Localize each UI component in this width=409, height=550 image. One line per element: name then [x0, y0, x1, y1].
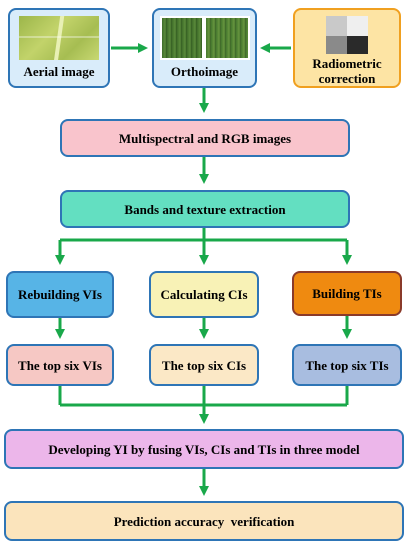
top-six-vis-node: The top six VIs	[6, 344, 114, 386]
calculating-cis-label: Calculating CIs	[160, 287, 248, 302]
radiometric-correction-label: Radiometric correction	[312, 56, 382, 86]
orthoimage-label: Orthoimage	[170, 64, 239, 79]
rebuilding-vis-label: Rebuilding VIs	[18, 287, 102, 302]
rebuilding-vis-node: Rebuilding VIs	[6, 271, 114, 318]
radiometric-correction-node: Radiometric correction	[293, 8, 401, 88]
top-six-vis-label: The top six VIs	[18, 357, 102, 373]
building-tis-label: Building TIs	[312, 286, 382, 301]
top-six-cis-node: The top six CIs	[149, 344, 259, 386]
developing-yi-node: Developing YI by fusing VIs, CIs and TIs…	[4, 429, 404, 469]
orthoimage-thumbnail	[159, 16, 250, 60]
prediction-accuracy-node: Prediction accuracy verification	[4, 501, 404, 541]
building-tis-node: Building TIs	[292, 271, 402, 316]
calibration-panel-thumbnail	[326, 16, 368, 54]
top-six-tis-label: The top six TIs	[305, 357, 389, 373]
bands-texture-node: Bands and texture extraction	[60, 190, 350, 228]
prediction-accuracy-label: Prediction accuracy verification	[113, 513, 295, 529]
aerial-image-label: Aerial image	[23, 64, 95, 79]
multispectral-rgb-node: Multispectral and RGB images	[60, 119, 350, 157]
top-six-cis-label: The top six CIs	[161, 357, 247, 373]
aerial-image-node: Aerial image	[8, 8, 110, 88]
calculating-cis-node: Calculating CIs	[149, 271, 259, 318]
aerial-image-thumbnail	[19, 16, 99, 60]
top-six-tis-node: The top six TIs	[292, 344, 402, 386]
bands-texture-label: Bands and texture extraction	[124, 201, 286, 217]
multispectral-rgb-label: Multispectral and RGB images	[118, 130, 292, 146]
orthoimage-node: Orthoimage	[152, 8, 257, 88]
developing-yi-label: Developing YI by fusing VIs, CIs and TIs…	[48, 441, 360, 457]
